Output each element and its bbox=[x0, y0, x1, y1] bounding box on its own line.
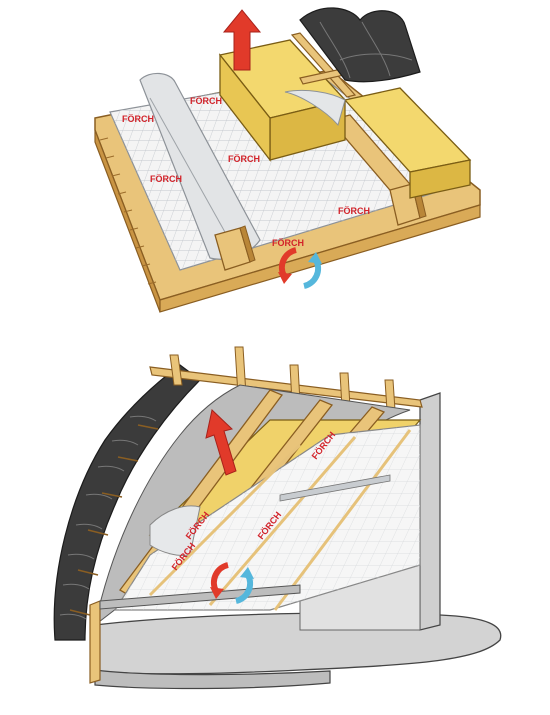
brand-mark: FÖRCH bbox=[190, 96, 222, 106]
moisture-exchange-icon bbox=[210, 562, 254, 604]
brand-mark: FÖRCH bbox=[272, 238, 304, 248]
brand-mark: FÖRCH bbox=[228, 154, 260, 164]
back-wall bbox=[299, 392, 441, 631]
brand-mark: FÖRCH bbox=[338, 206, 370, 216]
airflow-up-arrow-icon bbox=[205, 409, 237, 476]
roof-tiles bbox=[299, 7, 421, 83]
airflow-up-arrow-icon bbox=[222, 9, 262, 71]
brand-marks: FÖRCH FÖRCH FÖRCH FÖRCH FÖRCH FÖRCH bbox=[122, 96, 370, 248]
top-figure-svg: FÖRCH FÖRCH FÖRCH FÖRCH FÖRCH FÖRCH bbox=[94, 7, 481, 313]
bottom-figure-svg: FÖRCH FÖRCH FÖRCH FÖRCH bbox=[53, 346, 502, 690]
brand-mark: FÖRCH bbox=[122, 114, 154, 124]
top-figure-flat-assembly: FÖRCH FÖRCH FÖRCH FÖRCH FÖRCH FÖRCH bbox=[0, 0, 550, 325]
bottom-figure-attic-cutaway: FÖRCH FÖRCH FÖRCH FÖRCH bbox=[0, 325, 550, 715]
insulation-blocks bbox=[218, 39, 472, 199]
moisture-exchange-icon bbox=[278, 247, 322, 289]
brand-mark: FÖRCH bbox=[150, 174, 182, 184]
vapour-membrane bbox=[113, 424, 421, 611]
